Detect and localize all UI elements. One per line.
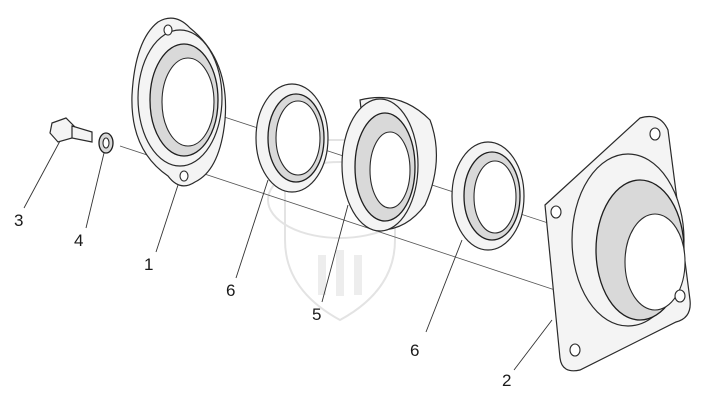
part-6-seal-left [235, 83, 329, 279]
callout-3: 3 [14, 211, 23, 230]
callout-2: 2 [502, 371, 511, 390]
callout-6-right: 6 [410, 341, 419, 360]
callout-4: 4 [74, 231, 83, 250]
watermark [267, 139, 413, 322]
callout-6-left: 6 [226, 281, 235, 300]
part-2-flange-housing [513, 115, 691, 372]
part-3-bolt [23, 117, 93, 209]
part-1-flanged-cover [131, 17, 227, 253]
callout-1: 1 [144, 255, 153, 274]
part-4-washer [85, 132, 114, 229]
part-5-bearing [321, 96, 437, 303]
part-6-seal-right [425, 141, 525, 333]
callout-5: 5 [312, 305, 321, 324]
